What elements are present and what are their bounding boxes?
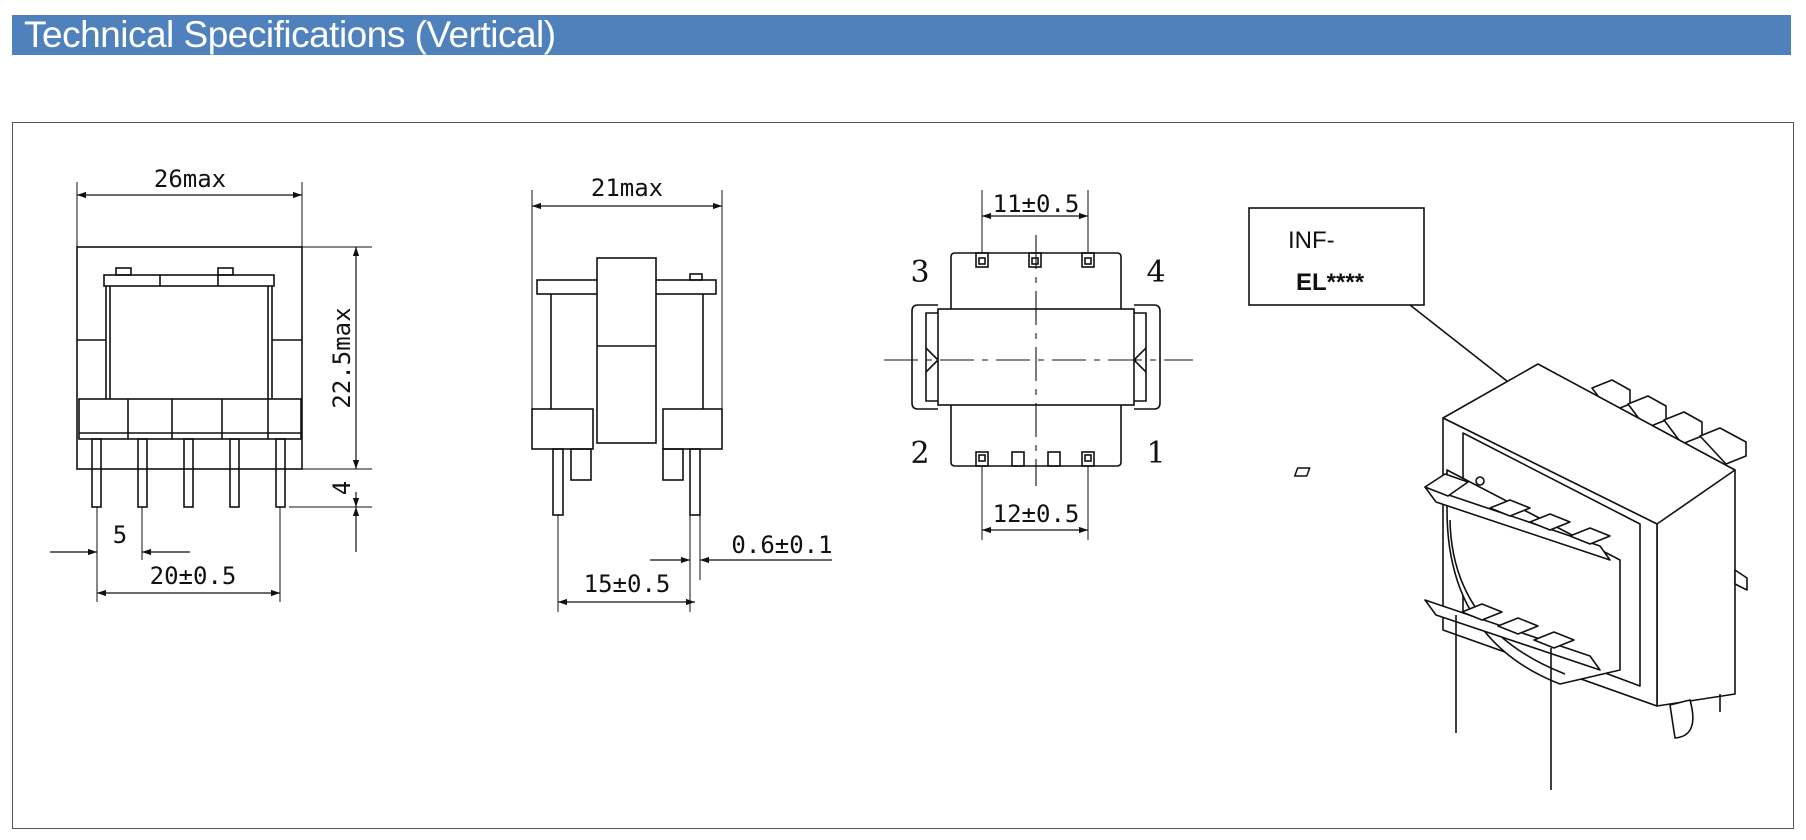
pin-diameter-label: 0.6±0.1	[731, 531, 832, 559]
row-spacing-label: 15±0.5	[584, 570, 671, 598]
pin-number-3: 3	[910, 255, 929, 290]
side-width-label: 21max	[591, 174, 663, 202]
marking-line-1: INF-	[1288, 227, 1335, 254]
pin-number-1: 1	[1146, 436, 1165, 471]
front-height-label: 22.5max	[328, 307, 356, 408]
bottom-view	[884, 190, 1193, 540]
side-view	[531, 190, 832, 612]
pin-pitch-label: 5	[113, 521, 127, 549]
marking-line-2: EL****	[1296, 269, 1365, 296]
pin-span-label: 20±0.5	[150, 562, 237, 590]
top-pin-span-label: 11±0.5	[993, 190, 1080, 218]
section-header: Technical Specifications (Vertical)	[12, 15, 1791, 55]
section-title: Technical Specifications (Vertical)	[24, 14, 556, 55]
front-view	[50, 182, 372, 602]
drawing-frame	[12, 122, 1794, 829]
pin-length-label: 4	[328, 481, 356, 495]
bottom-pin-span-label: 12±0.5	[993, 500, 1080, 528]
pin-number-2: 2	[910, 436, 929, 471]
front-width-label: 26max	[154, 165, 226, 193]
pin-number-4: 4	[1146, 255, 1165, 290]
isometric-view	[1293, 363, 1748, 790]
marking-label-box	[1248, 207, 1425, 306]
